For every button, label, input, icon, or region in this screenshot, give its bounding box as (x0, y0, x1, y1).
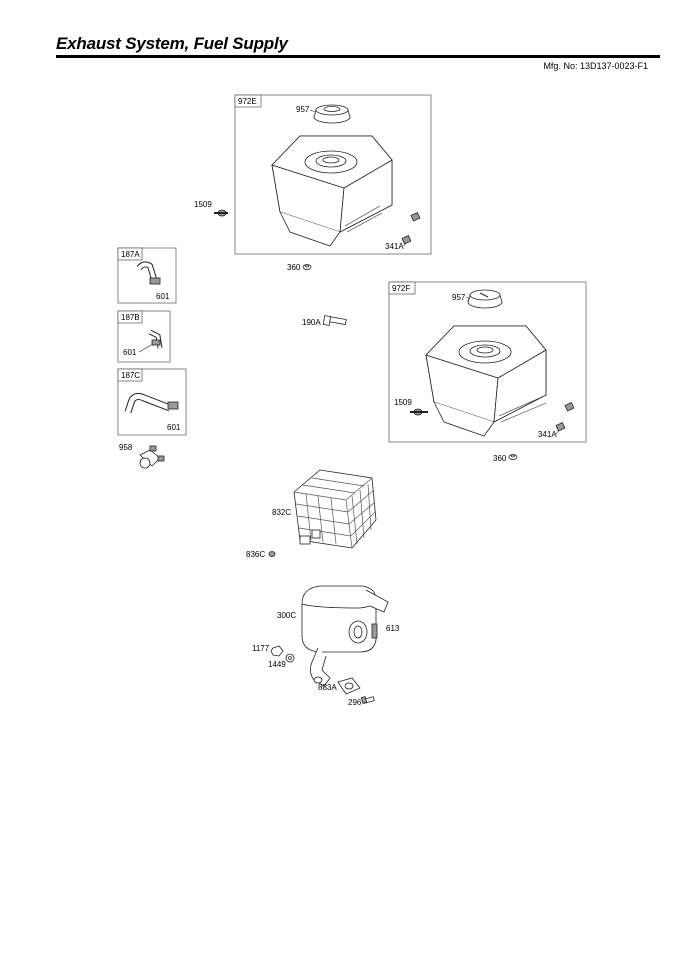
label-187a: 187A (121, 250, 140, 259)
screw-296-icon[interactable] (360, 696, 375, 704)
label-972e: 972E (238, 97, 257, 106)
label-296: 296 (348, 698, 362, 707)
label-601-b: 601 (123, 348, 137, 357)
fuel-line-601-b-icon[interactable] (148, 329, 163, 349)
label-341a-b: 341A (538, 430, 557, 439)
fitting-341a-b-icon[interactable] (555, 402, 575, 432)
label-1449: 1449 (268, 660, 286, 669)
label-957-a: 957 (296, 105, 310, 114)
label-601-a: 601 (156, 292, 170, 301)
deflector-613-icon[interactable] (371, 623, 378, 639)
nut-360-b-icon[interactable] (508, 454, 518, 460)
bolt-190a-icon[interactable] (322, 315, 347, 326)
muffler-guard-832c-icon[interactable] (293, 469, 377, 549)
screw-1509-b-icon[interactable] (410, 408, 428, 416)
frame-972e (234, 94, 432, 255)
label-1509-b: 1509 (394, 398, 412, 407)
label-190a: 190A (302, 318, 321, 327)
fuel-line-601-a-icon[interactable] (136, 261, 161, 285)
fitting-341a-icon[interactable] (401, 212, 421, 245)
mfg-number: Mfg. No: 13D137-0023-F1 (543, 61, 648, 71)
frame-187c (117, 368, 187, 436)
screw-836c-icon[interactable] (268, 551, 276, 557)
washer-1449-icon[interactable] (285, 653, 295, 663)
frame-187b (117, 310, 171, 363)
label-958: 958 (119, 443, 133, 452)
label-187c: 187C (121, 371, 140, 380)
label-300c: 300C (277, 611, 296, 620)
nut-360-icon[interactable] (302, 264, 312, 270)
fuel-cap-957-icon[interactable] (313, 104, 351, 124)
fuel-tank-b-icon[interactable] (425, 325, 547, 437)
label-341a-a: 341A (385, 242, 404, 251)
muffler-300c-icon[interactable] (301, 585, 389, 687)
label-360-b: 360 (493, 454, 507, 463)
label-883a: 883A (318, 683, 337, 692)
fuel-cap-957-b-icon[interactable] (467, 289, 503, 309)
label-613: 613 (386, 624, 400, 633)
label-601-c: 601 (167, 423, 181, 432)
label-187b: 187B (121, 313, 140, 322)
label-957-b: 957 (452, 293, 466, 302)
gasket-883a-icon[interactable] (337, 677, 361, 695)
screw-1509-icon[interactable] (214, 209, 228, 217)
title-rule (56, 55, 660, 58)
fuel-tank-icon[interactable] (271, 135, 393, 247)
fuel-line-601-c-icon[interactable] (124, 392, 179, 414)
label-1177: 1177 (252, 644, 270, 653)
label-836c: 836C (246, 550, 265, 559)
label-360-a: 360 (287, 263, 301, 272)
label-1509-a: 1509 (194, 200, 212, 209)
label-832c: 832C (272, 508, 291, 517)
label-972f: 972F (392, 284, 410, 293)
frame-187a (117, 247, 177, 304)
frame-972e-label-box (234, 94, 262, 108)
nut-1177-icon[interactable] (270, 645, 284, 657)
shutoff-valve-958-icon[interactable] (139, 445, 165, 469)
frame-972f (388, 281, 587, 443)
page-title: Exhaust System, Fuel Supply (56, 34, 288, 53)
